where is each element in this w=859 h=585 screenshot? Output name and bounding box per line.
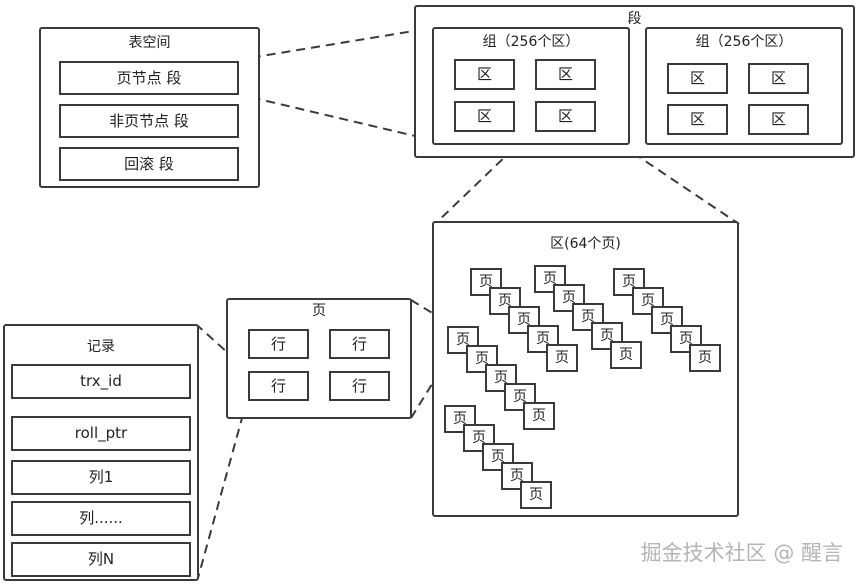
connector-row-to-record-top: [197, 325, 248, 371]
page-tile: 页: [523, 402, 555, 430]
group-title: 组（256个区）: [695, 34, 793, 50]
page-tile: 页: [610, 341, 642, 369]
tablespace-box: 表空间 页节点 段 非页节点 段 回滚 段: [39, 27, 260, 188]
extent-cell: 区: [667, 63, 728, 94]
extent-cell-expanded: 区: [535, 101, 596, 132]
page-tile: 页: [689, 344, 721, 372]
page-tile: 页: [482, 443, 514, 471]
page-tile: 页: [553, 284, 585, 312]
record-field-col-n: 列N: [11, 542, 191, 577]
segment-non-leaf-node: 非页节点 段: [59, 104, 239, 138]
connector-nonleaf-segment-to-group: [236, 93, 433, 141]
page-tile: 页: [520, 481, 552, 509]
extent-cell: 区: [535, 59, 596, 90]
segment-box: 段 组（256个区） 区 区 区 区 组（256个区） 区 区 区 区: [414, 5, 855, 158]
page-tile: 页: [508, 306, 540, 334]
tablespace-title: 表空间: [128, 35, 171, 51]
page-tile: 页: [591, 322, 623, 350]
page-tile: 页: [470, 268, 502, 296]
connector-leaf-segment-to-group: [236, 27, 433, 61]
extent-cell: 区: [454, 101, 515, 132]
connector-row-to-record-bottom: [197, 399, 248, 579]
extent-box: 区(64个页) 页页页页页页页页页页页页页页页页页页页页页页页页页: [432, 221, 739, 517]
group-title: 组（256个区）: [482, 34, 580, 50]
page-tile: 页: [485, 364, 517, 392]
page-tile: 页: [527, 325, 559, 353]
row-cell: 行: [329, 329, 390, 359]
extent-cell: 区: [748, 63, 809, 94]
segment-rollback: 回滚 段: [59, 147, 239, 181]
record-box: 记录 trx_id roll_ptr 列1 列...... 列N: [3, 324, 199, 581]
extent-cell: 区: [667, 104, 728, 135]
page-tile: 页: [613, 268, 645, 296]
page-tile: 页: [444, 405, 476, 433]
page-box: 页 行 行 行 行: [226, 298, 412, 419]
extent-cell: 区: [454, 59, 515, 90]
row-cell: 行: [248, 329, 309, 359]
watermark: 掘金技术社区 @ 醒言: [640, 541, 843, 565]
connector-extent-to-page-grid-right: [595, 127, 740, 225]
record-field-roll-ptr: roll_ptr: [11, 416, 191, 451]
extent-cell: 区: [748, 104, 809, 135]
record-field-col-more: 列......: [11, 501, 191, 536]
group-box: 组（256个区） 区 区 区 区: [645, 27, 843, 145]
segment-title: 段: [627, 11, 642, 27]
record-field-col-1: 列1: [11, 460, 191, 495]
extent-title: 区(64个页): [550, 236, 621, 252]
row-cell-expanded: 行: [248, 371, 309, 401]
segment-leaf-node: 页节点 段: [59, 61, 239, 95]
page-tile: 页: [546, 344, 578, 372]
group-box: 组（256个区） 区 区 区 区: [432, 27, 630, 145]
row-cell: 行: [329, 371, 390, 401]
record-title: 记录: [87, 339, 115, 355]
page-title: 页: [312, 303, 326, 319]
record-field-trx-id: trx_id: [11, 364, 191, 399]
page-tile: 页: [572, 303, 604, 331]
